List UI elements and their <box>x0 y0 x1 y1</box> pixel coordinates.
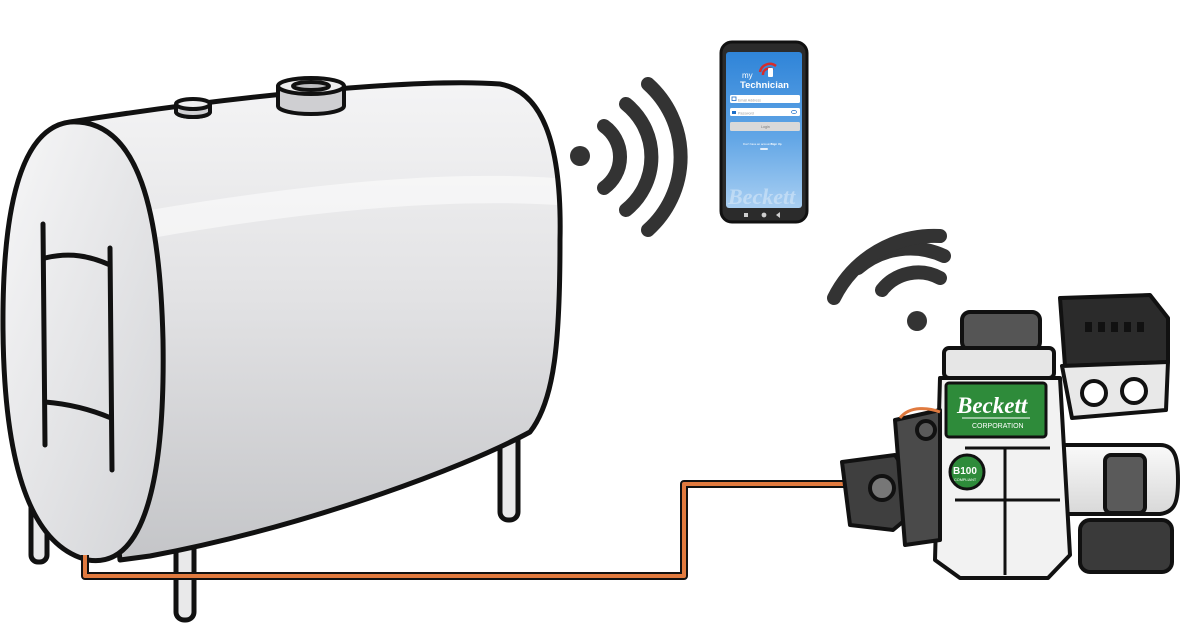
app-name-technician: Technician <box>740 80 789 91</box>
burner-brand: Beckett <box>956 393 1028 418</box>
fuel-line <box>81 480 850 580</box>
signup-link[interactable]: Sign Up <box>771 142 782 146</box>
b100-compliant-badge: B100 COMPLIANT <box>948 453 986 491</box>
badge-main: B100 <box>953 466 977 477</box>
password-field[interactable] <box>730 108 800 116</box>
password-placeholder: Password <box>738 111 754 115</box>
email-icon <box>731 96 737 101</box>
wifi-signal-icon <box>827 228 951 331</box>
beckett-logo: Beckett CORPORATION <box>944 381 1048 439</box>
signup-prompt: Don't have an account? <box>743 142 773 146</box>
eye-icon[interactable] <box>791 110 797 114</box>
app-logo-icon <box>758 62 777 77</box>
wifi-signal-icon <box>570 77 688 237</box>
login-label: Login <box>761 125 770 129</box>
smartphone: my Technician Email Address Password Log… <box>719 40 809 224</box>
badge-sub: COMPLIANT <box>954 478 977 482</box>
oil-tank <box>0 76 563 623</box>
tank-end-cap <box>0 119 166 564</box>
email-field[interactable] <box>730 95 800 103</box>
tank-fill-caps <box>174 76 346 119</box>
phone-nav-bar <box>744 212 780 218</box>
login-button[interactable] <box>730 122 800 131</box>
phone-watermark: Beckett <box>727 184 796 209</box>
burner-brand-sub: CORPORATION <box>972 423 1024 430</box>
app-name-my: my <box>742 71 753 80</box>
lock-icon <box>732 111 736 114</box>
email-placeholder: Email Address <box>738 98 761 102</box>
